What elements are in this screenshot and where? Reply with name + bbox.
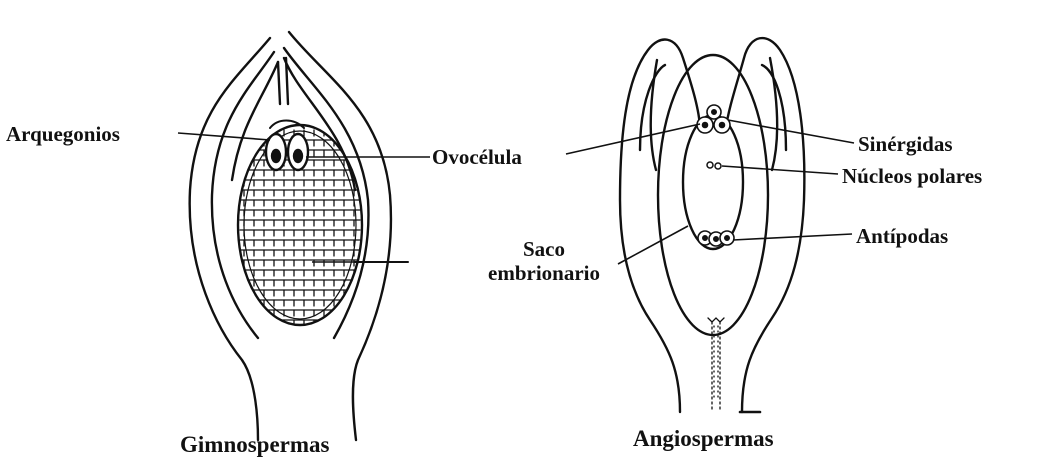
gymno-outer-integument: [190, 38, 270, 440]
gymno-egg-nucleus-right: [294, 150, 302, 162]
gymno-mid-integument-right: [284, 48, 368, 338]
leader-antipodals: [733, 234, 852, 240]
label-antipodals: Antípodas: [856, 225, 948, 247]
gymno-micropyle: [278, 58, 288, 104]
label-synergids: Sinérgidas: [858, 133, 953, 155]
angio-embryo-sac: [683, 115, 743, 249]
label-polar-nuclei: Núcleos polares: [842, 165, 982, 187]
leader-polar-nuclei: [722, 166, 838, 174]
label-embryo-sac-line1: Saco: [464, 238, 624, 260]
caption-angiosperms: Angiospermas: [633, 428, 774, 450]
leader-synergids: [728, 120, 854, 143]
angio-nucellus: [658, 55, 768, 335]
angio-egg-apparatus: [697, 105, 730, 133]
label-embryo-sac-line2: embrionario: [464, 262, 624, 284]
angio-outer-integument-right: [726, 38, 804, 412]
angio-antipodals: [698, 231, 734, 246]
leader-embryo-sac-angio: [618, 226, 688, 264]
caption-gymnosperms: Gimnospermas: [180, 434, 330, 456]
label-archegonia: Arquegonios: [6, 123, 120, 145]
gymno-egg-nucleus-left: [272, 150, 280, 162]
leader-egg-angio: [566, 124, 700, 154]
gymnosperm-ovule: [190, 32, 408, 440]
angio-polar-nuclei: [707, 162, 721, 169]
label-egg-cell: Ovocélula: [432, 146, 522, 168]
angiosperm-ovule: [620, 38, 804, 412]
